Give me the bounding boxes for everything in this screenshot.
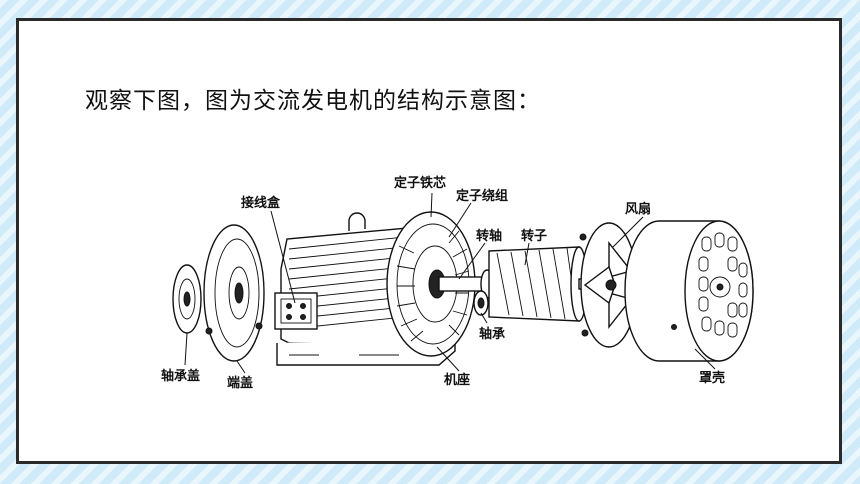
label-shaft: 转轴 <box>476 228 502 244</box>
label-stator-winding: 定子绕组 <box>455 188 508 204</box>
slide-heading: 观察下图，图为交流发电机的结构示意图： <box>85 88 541 114</box>
end-cover-part <box>203 224 265 362</box>
label-housing: 罩壳 <box>699 370 725 386</box>
label-fan: 风扇 <box>625 201 651 217</box>
label-end-cover: 端盖 <box>227 375 253 391</box>
label-rotor: 转子 <box>521 228 547 244</box>
label-junction-box: 接线盒 <box>241 195 281 211</box>
label-frame: 机座 <box>444 372 470 388</box>
junction-box-part <box>274 292 318 330</box>
label-bearing-cap: 轴承盖 <box>161 368 200 384</box>
slide-frame: 观察下图，图为交流发电机的结构示意图： <box>16 18 842 464</box>
label-stator-core: 定子铁芯 <box>393 175 446 191</box>
bearing-cap-part <box>172 264 202 334</box>
bearing-part <box>473 290 489 316</box>
leader-lines <box>184 192 716 374</box>
label-bearing: 轴承 <box>479 326 505 342</box>
generator-diagram: 定子铁芯 定子绕组 接线盒 转轴 转子 风扇 轴承 轴承盖 端盖 机座 罩壳 <box>161 175 754 391</box>
housing-part <box>624 220 754 362</box>
